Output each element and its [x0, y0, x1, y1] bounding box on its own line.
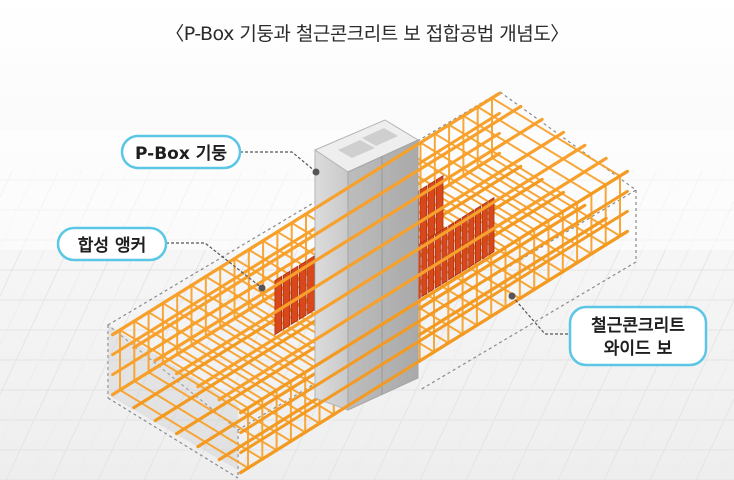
anchor-plate-front [428, 234, 435, 294]
label-rc-wide-beam-line1: 철근콘크리트 [591, 316, 685, 336]
anchor-plate-right [427, 180, 436, 240]
anchor-plate-front [434, 230, 441, 290]
longitudinal-bar-front [239, 209, 629, 455]
longitudinal-bar-top [175, 130, 566, 376]
diagram-title: 〈P-Box 기둥과 철근콘크리트 보 접합공법 개념도〉 [165, 23, 568, 45]
longitudinal-bar-front [239, 169, 629, 415]
label-pbox-column-text: P-Box 기둥 [135, 144, 227, 164]
label-rc-wide-beam: 철근콘크리트 와이드 보 [568, 305, 708, 367]
longitudinal-bar-top [132, 104, 523, 350]
anchor-plate-front [481, 201, 488, 260]
anchor-plate-front [474, 205, 482, 264]
anchor-plate-left [274, 275, 283, 336]
anchor-plate-left [307, 255, 315, 315]
anchor-plate-front [461, 213, 468, 273]
anchor-plate-front [468, 209, 475, 269]
anchor-plate-left [282, 270, 291, 331]
anchor-plate-left [298, 260, 307, 321]
anchor-plate-left [290, 265, 299, 326]
longitudinal-bar-top [196, 143, 587, 389]
concrete-beam-outline [106, 91, 638, 479]
longitudinal-bar-top [153, 117, 544, 363]
anchor-plate-front [441, 226, 448, 285]
longitudinal-bar-back [111, 131, 501, 377]
anchor-plate-front [454, 217, 461, 277]
longitudinal-bar-front [239, 229, 629, 475]
leader-dots [258, 168, 516, 300]
label-composite-anchor-text: 합성 앵커 [78, 235, 146, 256]
label-rc-wide-beam-line2: 와이드 보 [604, 339, 673, 359]
anchor-plate-front [488, 196, 495, 256]
beam-end-face [108, 325, 238, 470]
label-composite-anchor: 합성 앵커 [56, 226, 168, 262]
longitudinal-bar-back [111, 111, 501, 357]
anchor-plate-front [448, 221, 455, 281]
longitudinal-bar-top [217, 156, 608, 402]
anchor-plate-front [421, 238, 428, 298]
front-rebar-layer [110, 91, 630, 475]
longitudinal-bar-front [239, 189, 629, 435]
pbox-column [313, 119, 420, 411]
longitudinal-bar-top [110, 91, 501, 337]
label-pbox-column: P-Box 기둥 [120, 134, 242, 170]
